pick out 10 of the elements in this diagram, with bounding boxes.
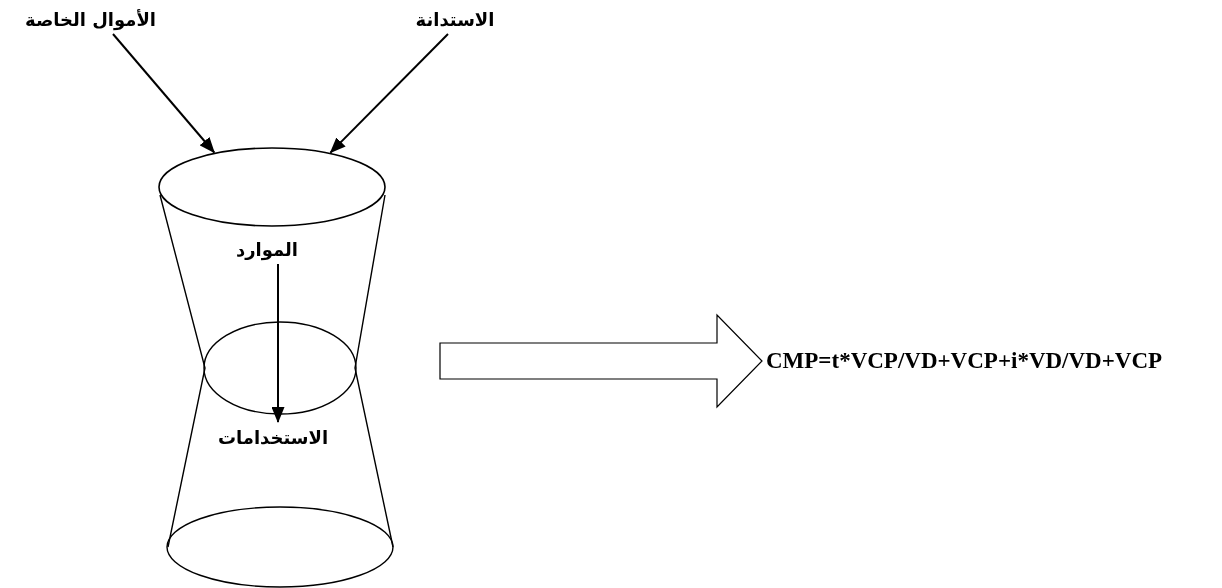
- uses-label: الاستخدامات: [203, 422, 343, 452]
- block-arrow: [439, 313, 763, 409]
- arrow: [112, 33, 216, 154]
- arrow: [271, 263, 285, 423]
- resources-label: الموارد: [222, 234, 312, 264]
- arrow: [329, 33, 449, 154]
- formula-text: CMP=t*VCP/VD+VCP+i*VD/VD+VCP: [766, 346, 1206, 376]
- rim-ellipse: [158, 147, 386, 227]
- source-label: الأموال الخاصة: [18, 4, 163, 34]
- source-label: الاستدانة: [400, 4, 510, 34]
